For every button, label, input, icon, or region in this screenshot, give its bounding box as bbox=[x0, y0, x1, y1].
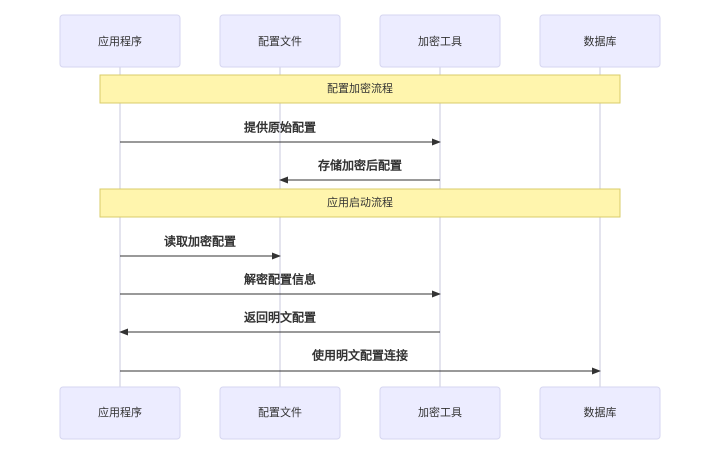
actor-top-config-label: 配置文件 bbox=[258, 34, 302, 48]
note-encrypt-flow-label: 配置加密流程 bbox=[327, 81, 393, 95]
message-read-encrypted-config: 读取加密配置 bbox=[120, 234, 281, 260]
arrowhead bbox=[432, 138, 441, 146]
arrowhead bbox=[592, 367, 601, 375]
message-return-plain-config: 返回明文配置 bbox=[119, 310, 440, 336]
message-label: 读取加密配置 bbox=[164, 234, 236, 249]
message-label: 返回明文配置 bbox=[244, 310, 316, 325]
actor-top-encrypt: 加密工具 bbox=[379, 14, 501, 68]
actor-top-app-label: 应用程序 bbox=[98, 34, 142, 48]
arrowhead bbox=[279, 176, 288, 184]
arrowhead bbox=[272, 252, 281, 260]
note-startup-flow: 应用启动流程 bbox=[99, 188, 621, 218]
actor-bottom-app: 应用程序 bbox=[59, 386, 181, 440]
arrowhead bbox=[432, 290, 441, 298]
actor-bottom-db-label: 数据库 bbox=[584, 405, 617, 419]
actor-bottom-app-label: 应用程序 bbox=[98, 405, 142, 419]
arrowhead bbox=[119, 328, 128, 336]
message-label: 提供原始配置 bbox=[244, 120, 316, 135]
actor-bottom-db: 数据库 bbox=[539, 386, 661, 440]
actor-bottom-encrypt-label: 加密工具 bbox=[418, 405, 462, 419]
message-label: 使用明文配置连接 bbox=[311, 348, 408, 363]
message-provide-raw-config: 提供原始配置 bbox=[120, 120, 441, 146]
actor-bottom-encrypt: 加密工具 bbox=[379, 386, 501, 440]
actor-top-encrypt-label: 加密工具 bbox=[418, 34, 462, 48]
message-connect-with-plain-config: 使用明文配置连接 bbox=[120, 348, 601, 375]
note-encrypt-flow: 配置加密流程 bbox=[99, 74, 621, 104]
actor-bottom-config: 配置文件 bbox=[219, 386, 341, 440]
actor-top-app: 应用程序 bbox=[59, 14, 181, 68]
message-label: 存储加密后配置 bbox=[317, 158, 402, 173]
actor-top-config: 配置文件 bbox=[219, 14, 341, 68]
actor-top-db-label: 数据库 bbox=[584, 34, 617, 48]
actor-top-db: 数据库 bbox=[539, 14, 661, 68]
message-store-encrypted-config: 存储加密后配置 bbox=[279, 158, 440, 184]
actor-bottom-config-label: 配置文件 bbox=[258, 405, 302, 419]
message-label: 解密配置信息 bbox=[244, 272, 316, 287]
note-startup-flow-label: 应用启动流程 bbox=[327, 195, 393, 209]
message-decrypt-config: 解密配置信息 bbox=[120, 272, 441, 298]
